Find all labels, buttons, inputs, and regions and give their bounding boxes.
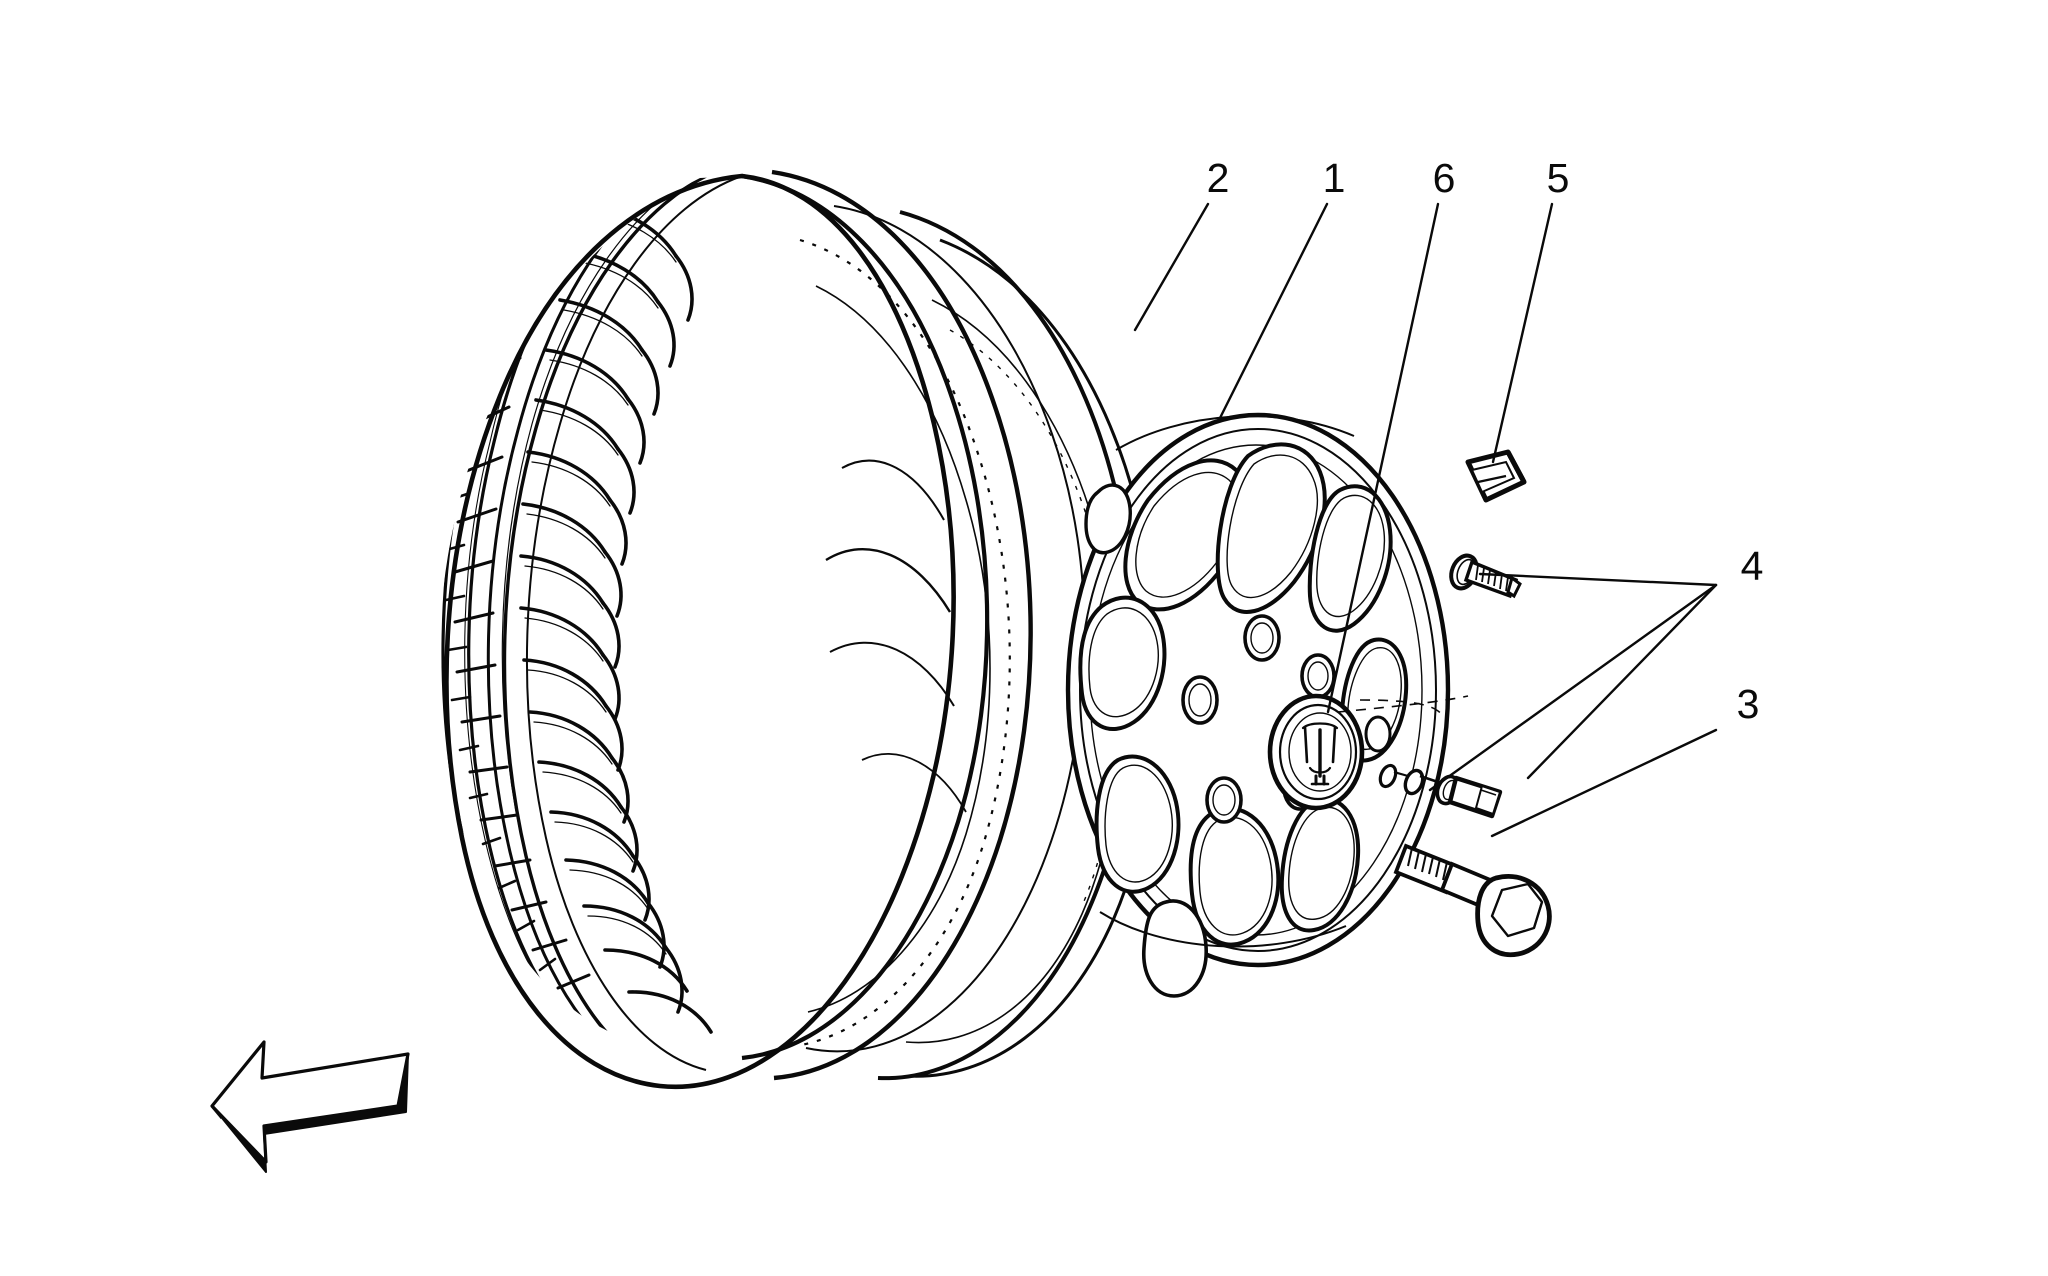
rim-face-contour-top: [1115, 415, 1355, 451]
leader-line-4b: [1428, 583, 1718, 792]
leader-line-4a: [1478, 572, 1718, 587]
callout-label-2: 2: [1207, 155, 1230, 201]
leader-line-5: [1491, 202, 1554, 464]
tyre-tread-inner-edge: [525, 175, 743, 1071]
callout-label-6: 6: [1433, 155, 1456, 201]
tyre-part: [438, 169, 1086, 1090]
rim-well-line-a: [841, 459, 945, 521]
rim-well-line-c: [829, 641, 955, 707]
tyre-sidewall-outline: [771, 169, 1033, 1081]
hub-axis-hidden-line: [1359, 699, 1445, 719]
leader-line-3: [1490, 728, 1718, 838]
callout-label-4: 4: [1741, 543, 1764, 589]
leader-line-2: [1133, 202, 1210, 332]
wheel-rim-face: [1065, 412, 1469, 998]
rim-well-line-d: [861, 753, 967, 813]
callout-label-1: 1: [1323, 155, 1346, 201]
rim-well-line-b: [825, 548, 952, 613]
leader-line-1: [1216, 202, 1329, 424]
leader-lines: [1133, 202, 1718, 838]
maserati-trident-logo: [1301, 722, 1339, 786]
rotation-direction-arrow: [210, 1040, 410, 1173]
locking-bolt-with-sleeve: [1403, 768, 1503, 819]
callout-label-3: 3: [1737, 681, 1760, 727]
balance-weight-clip-part: [1465, 449, 1527, 503]
callout-labels: 2 1 6 5 4 3: [1207, 155, 1764, 727]
bolt-axis-hidden-line: [1337, 695, 1469, 713]
rim-face-contour-bottom: [1099, 911, 1347, 948]
leader-line-6: [1326, 202, 1440, 714]
callout-label-5: 5: [1547, 155, 1570, 201]
hex-head-wheel-bolt: [1393, 843, 1552, 958]
tyre-sidewall-relief: [807, 285, 991, 1013]
plain-screw-middle: [1378, 763, 1409, 789]
leader-line-4c: [1526, 583, 1718, 780]
wheel-centre-cap: [1267, 693, 1365, 811]
